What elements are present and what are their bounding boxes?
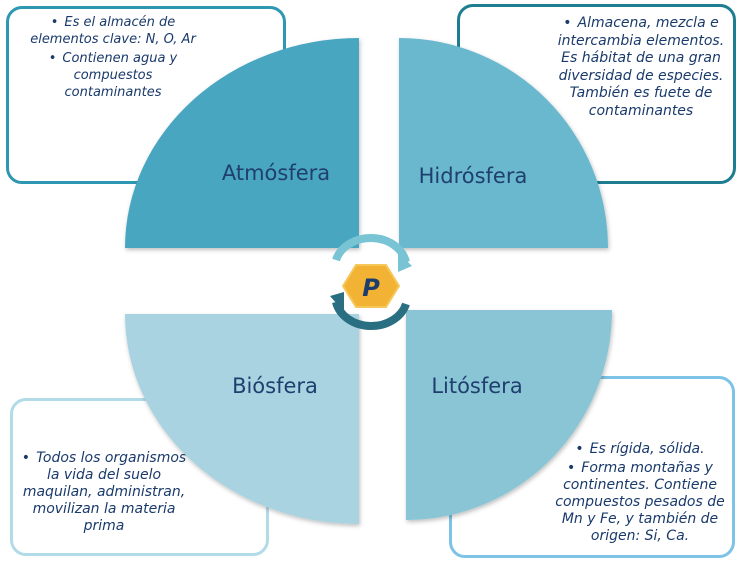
center-letter: P <box>362 274 380 302</box>
atmosfera-point-2: Contienen agua y compuestos contaminante… <box>62 51 178 100</box>
atmosfera-label: Atmósfera <box>222 161 330 185</box>
cycle-arrows-icon <box>330 233 412 331</box>
litosfera-description: •Es rígida, sólida. •Forma montañas y co… <box>555 441 725 544</box>
litosfera-point-2: Forma montañas y continentes. Contiene c… <box>555 460 725 544</box>
litosfera-quadrant <box>406 310 612 520</box>
hidrosfera-description: •Almacena, mezcla e intercambia elemento… <box>557 15 725 119</box>
hidrosfera-quadrant <box>399 38 608 248</box>
biosfera-quadrant <box>125 314 359 524</box>
atmosfera-description: •Es el almacén de elementos clave: N, O,… <box>30 15 196 100</box>
biosfera-point-1: Todos los organismos la vida del suelo m… <box>22 450 187 534</box>
litosfera-point-1: Es rígida, sólida. <box>589 441 705 457</box>
hidrosfera-point-1: Almacena, mezcla e intercambia elementos… <box>557 15 725 119</box>
atmosfera-quadrant <box>125 38 359 248</box>
atmosfera-point-1: Es el almacén de elementos clave: N, O, … <box>30 15 196 47</box>
hidrosfera-label: Hidrósfera <box>419 164 528 188</box>
biosfera-description: •Todos los organismos la vida del suelo … <box>21 450 187 534</box>
biosfera-label: Biósfera <box>232 374 318 398</box>
hexagon-badge-icon <box>341 264 401 308</box>
litosfera-label: Litósfera <box>431 374 522 398</box>
